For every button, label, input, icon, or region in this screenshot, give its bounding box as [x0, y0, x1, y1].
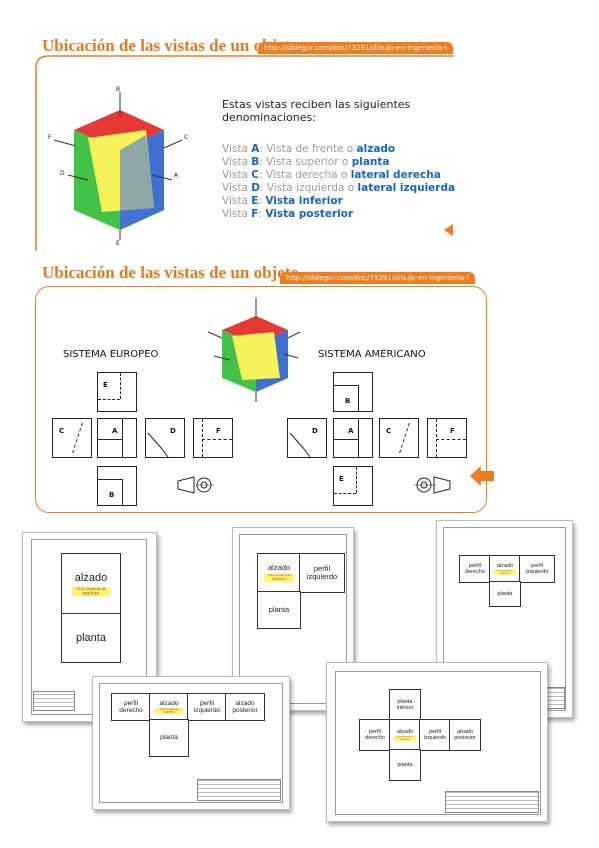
- sheet5-inferior-cell: planta inferior: [389, 689, 421, 721]
- sheet2-planta-cell: planta: [257, 591, 301, 629]
- eu-view-c: C: [52, 418, 92, 458]
- view-line-c: Vista C: Vista derecha o lateral derecha: [222, 169, 441, 181]
- slide1-back-arrow-icon[interactable]: [444, 224, 453, 236]
- sheet3-alzado-cell: alzado Vista la pieza de FRENTE: [489, 555, 521, 583]
- slide1-frame: [35, 55, 454, 251]
- slide2-url-badge[interactable]: http://slidegur.com/doc/73291/dibujo-en-…: [280, 272, 475, 284]
- sheet1-title-block: [33, 691, 75, 711]
- view-line-f: Vista F: Vista posterior: [222, 208, 354, 220]
- sheet4-note: Vista la pieza de FRENTE: [155, 708, 183, 715]
- sheet5-title-block: [445, 791, 539, 813]
- eu-view-f: F: [193, 418, 233, 458]
- sheet3-perfil-der-cell: perfil derecho: [459, 555, 491, 583]
- cube-label-a: A: [174, 172, 179, 179]
- us-view-a: A: [333, 418, 373, 458]
- sheet5-alzado-cell: alzado Vista la pieza de FRENTE: [389, 719, 421, 751]
- cube-label-e: E: [116, 240, 120, 247]
- sheet5-planta-cell: planta: [389, 749, 421, 781]
- cube-label-d: D: [60, 170, 65, 177]
- sheet1-planta-cell: planta: [61, 613, 121, 663]
- eu-view-b: B: [97, 466, 137, 506]
- sheet4-perfil-der-cell: perfil derecho: [111, 693, 151, 721]
- eu-projection-symbol-icon: [177, 476, 214, 494]
- eu-view-a: A: [97, 418, 137, 458]
- sheet2-perfil-cell: perfil izquierdo: [299, 553, 345, 593]
- slide2-frame: [35, 286, 487, 513]
- slide2-back-arrow-icon[interactable]: [470, 466, 494, 486]
- sheet4-planta-cell: planta: [149, 719, 189, 757]
- cube-label-b: B: [116, 86, 121, 93]
- sheet3-perfil-izq-cell: perfil izquierdo: [519, 555, 555, 583]
- drawing-sheet-4: perfil derecho alzado Vista la pieza de …: [92, 676, 290, 810]
- sheet1-alzado-cell: alzado Vista la pieza de FRENTE: [61, 553, 121, 615]
- sheet5-perfil-izq-cell: perfil izquierdo: [419, 719, 451, 751]
- sheet3-note: Vista la pieza de FRENTE: [494, 569, 516, 576]
- cube-label-f: F: [48, 134, 52, 141]
- view-line-b: Vista B: Vista superior o planta: [222, 156, 390, 168]
- american-system-label: SISTEMA AMERICANO: [318, 349, 426, 360]
- views-list: Vista A: Vista de frente o alzado Vista …: [222, 143, 455, 221]
- eu-view-e: E: [97, 372, 137, 412]
- view-line-e: Vista E: Vista inferior: [222, 195, 343, 207]
- slide1-url-badge[interactable]: http://slidegur.com/doc/73291/dibujo-en-…: [258, 42, 453, 54]
- cube-label-c: C: [184, 134, 189, 141]
- us-view-f: F: [427, 418, 467, 458]
- sheet1-note: Vista la pieza de FRENTE: [72, 586, 110, 597]
- european-system-label: SISTEMA EUROPEO: [63, 349, 159, 360]
- sheet4-posterior-cell: alzado posterior: [225, 693, 265, 721]
- sheet3-planta-cell: planta: [489, 581, 521, 607]
- view-line-d: Vista D: Vista izquierda o lateral izqui…: [222, 182, 456, 194]
- cube-diagram: [53, 92, 183, 240]
- eu-view-d: D: [145, 418, 185, 458]
- sheet4-title-block: [197, 779, 281, 801]
- sheet4-perfil-izq-cell: perfil izquierdo: [187, 693, 227, 721]
- sheet4-alzado-cell: alzado Vista la pieza de FRENTE: [149, 693, 189, 721]
- us-view-c: C: [379, 418, 419, 458]
- sheet5-perfil-der-cell: perfil derecho: [359, 719, 391, 751]
- view-line-a: Vista A: Vista de frente o alzado: [222, 143, 396, 155]
- slide1-title: Ubicación de las vistas de un objeto: [42, 36, 299, 55]
- sheet5-note: Vista la pieza de FRENTE: [394, 735, 416, 742]
- us-view-b: B: [333, 372, 373, 412]
- sheet2-alzado-cell: alzado Vista la pieza de FRENTE: [257, 553, 301, 593]
- sheet5-posterior-cell: alzado posterior: [449, 719, 481, 751]
- small-cube-diagram: [207, 298, 301, 402]
- slide2-title: Ubicación de las vistas de un objeto: [42, 263, 299, 282]
- us-projection-symbol-icon: [414, 476, 451, 494]
- drawing-sheet-5: planta inferior perfil derecho alzado Vi…: [326, 662, 548, 822]
- views-intro: Estas vistas reciben las siguientes deno…: [222, 98, 411, 124]
- sheet2-note: Vista la pieza de FRENTE: [264, 573, 294, 582]
- us-view-d: D: [287, 418, 327, 458]
- us-view-e: E: [333, 466, 373, 506]
